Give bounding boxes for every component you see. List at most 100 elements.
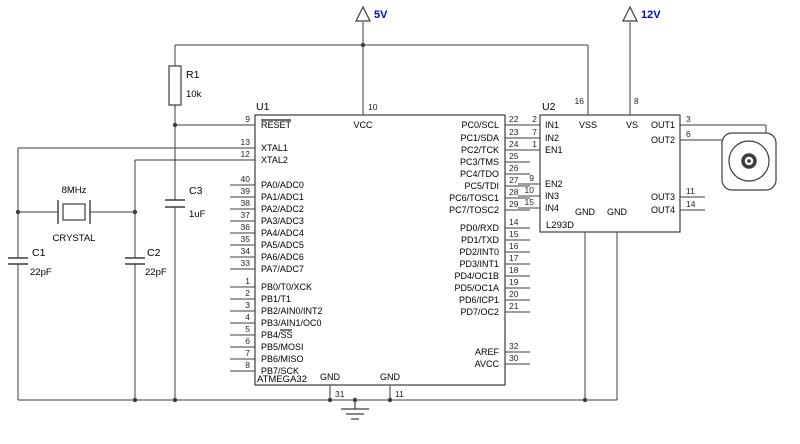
pin-label: PD5/OC1A <box>454 283 499 293</box>
vss-pin-number: 16 <box>575 96 585 106</box>
pin-label: PC1/SDA <box>460 133 499 143</box>
pin-label: IN3 <box>545 191 559 201</box>
pin-number: 22 <box>509 114 519 124</box>
capacitor-ref: C1 <box>32 247 46 259</box>
vcc-pin-label: VCC <box>353 120 373 130</box>
pin-number: 3 <box>686 114 691 124</box>
capacitor-ref: C3 <box>189 185 203 197</box>
pin-number: 39 <box>241 186 251 196</box>
pin-label: PC2/TCK <box>461 145 499 155</box>
pin-number: 29 <box>509 199 519 209</box>
pin-number: 30 <box>509 353 519 363</box>
pin-label: AREF <box>475 347 500 357</box>
pin-number: 7 <box>532 127 537 137</box>
pin-number: 34 <box>241 246 251 256</box>
pin-label: PA0/ADC0 <box>261 180 304 190</box>
pin-number: 18 <box>509 265 519 275</box>
pin-number: 21 <box>509 301 519 311</box>
pin-label: PB7/SCK <box>261 366 299 376</box>
pin-number: 15 <box>509 229 519 239</box>
pin-label: PC3/TMS <box>460 157 499 167</box>
pin-label: PB5/MOSI <box>261 342 304 352</box>
vs-pin-label: VS <box>626 120 638 130</box>
pin-number: 10 <box>525 185 535 195</box>
pin-number: 12 <box>241 149 251 159</box>
pin-label: PB2/AIN0/INT2 <box>261 306 323 316</box>
resistor-r1: R1 10k <box>168 65 202 106</box>
pin-label: PA6/ADC6 <box>261 252 304 262</box>
ic-u1-atmega32: U1 VCC 10 9 13 12 40 39 38 37 36 35 34 3… <box>241 101 519 399</box>
ic-u2-l293d: U2 2 7 1 9 10 15 IN1 IN2 EN1 EN2 IN3 IN4… <box>525 96 696 233</box>
pin-number: 1 <box>532 139 537 149</box>
motor-shaft-ring <box>741 153 757 169</box>
pin-label: PB0/T0/XCK <box>261 282 312 292</box>
ic-body <box>254 114 506 386</box>
pin-number: 14 <box>686 199 696 209</box>
pin-label: IN2 <box>545 133 559 143</box>
resistor-ref: R1 <box>186 69 200 81</box>
ic-ref: U2 <box>542 101 556 113</box>
pin-label: XTAL2 <box>261 155 288 165</box>
pin-number: 11 <box>686 186 695 196</box>
ic-body <box>539 114 681 233</box>
pin-number: 15 <box>525 197 535 207</box>
pin-number: 6 <box>686 129 691 139</box>
ground-symbol <box>341 400 369 420</box>
pin-number: 3 <box>245 300 250 310</box>
power-arrow-icon <box>622 5 638 22</box>
pin-number: 26 <box>509 163 519 173</box>
pin-label: PC6/TOSC1 <box>449 193 499 203</box>
pin-number: 13 <box>241 137 251 147</box>
pin-label: OUT2 <box>651 135 675 145</box>
pin-number: 2 <box>245 288 250 298</box>
pin-label: PC0/SCL <box>461 120 499 130</box>
pin-label: PC5/TDI <box>464 181 499 191</box>
resistor-value: 10k <box>186 89 202 100</box>
pin-number: 33 <box>241 258 251 268</box>
pin-label: PA5/ADC5 <box>261 240 304 250</box>
pin-label: PB4/SS <box>261 330 293 340</box>
pin-label: PA1/ADC1 <box>261 192 304 202</box>
gnd-pin-label: GND <box>607 207 628 217</box>
crystal-body <box>62 203 86 221</box>
power-12v-label: 12V <box>641 9 661 21</box>
pin-label: AVCC <box>475 359 500 369</box>
motor-symbol <box>721 132 777 191</box>
vcc-pin-number: 10 <box>368 102 378 112</box>
capacitor-ref: C2 <box>147 247 161 259</box>
resistor-body <box>168 65 182 106</box>
pin-number: 19 <box>509 277 519 287</box>
pin-number: 17 <box>509 253 519 263</box>
pin-label: PD6/ICP1 <box>459 295 499 305</box>
pin-number: 25 <box>509 151 519 161</box>
power-5v-label: 5V <box>374 9 388 21</box>
ic-ref: U1 <box>256 101 270 113</box>
pin-number: 38 <box>241 198 251 208</box>
ic-part-name: L293D <box>546 220 574 231</box>
pin-number: 24 <box>509 139 519 149</box>
pin-label: XTAL1 <box>261 143 288 153</box>
pin-label: PC4/TDO <box>460 169 499 179</box>
gnd-pin-label: GND <box>380 372 401 382</box>
pin-label: EN1 <box>545 145 563 155</box>
pin-label: IN4 <box>545 203 559 213</box>
pin-label: PD7/OC2 <box>460 307 499 317</box>
pin-label: PA7/ADC7 <box>261 264 304 274</box>
power-12v: 12V <box>622 5 661 22</box>
pin-label: OUT4 <box>651 205 675 215</box>
pin-number: 32 <box>509 341 519 351</box>
pin-label: PA2/ADC2 <box>261 204 304 214</box>
pin-number: 27 <box>509 175 519 185</box>
crystal-name: CRYSTAL <box>53 233 96 244</box>
pin-label: PB3/AIN1/OC0 <box>261 318 322 328</box>
pin-number: 35 <box>241 234 251 244</box>
motor-shaft-center <box>747 159 751 163</box>
capacitor-value: 1uF <box>189 209 206 220</box>
pin-label: PD1/TXD <box>461 235 500 245</box>
pin-label: PD3/INT1 <box>459 259 499 269</box>
pin-number: 9 <box>529 173 534 183</box>
pin-number: 1 <box>245 276 250 286</box>
gnd-pin-label: GND <box>320 372 341 382</box>
pin-label: PD4/OC1B <box>454 271 499 281</box>
